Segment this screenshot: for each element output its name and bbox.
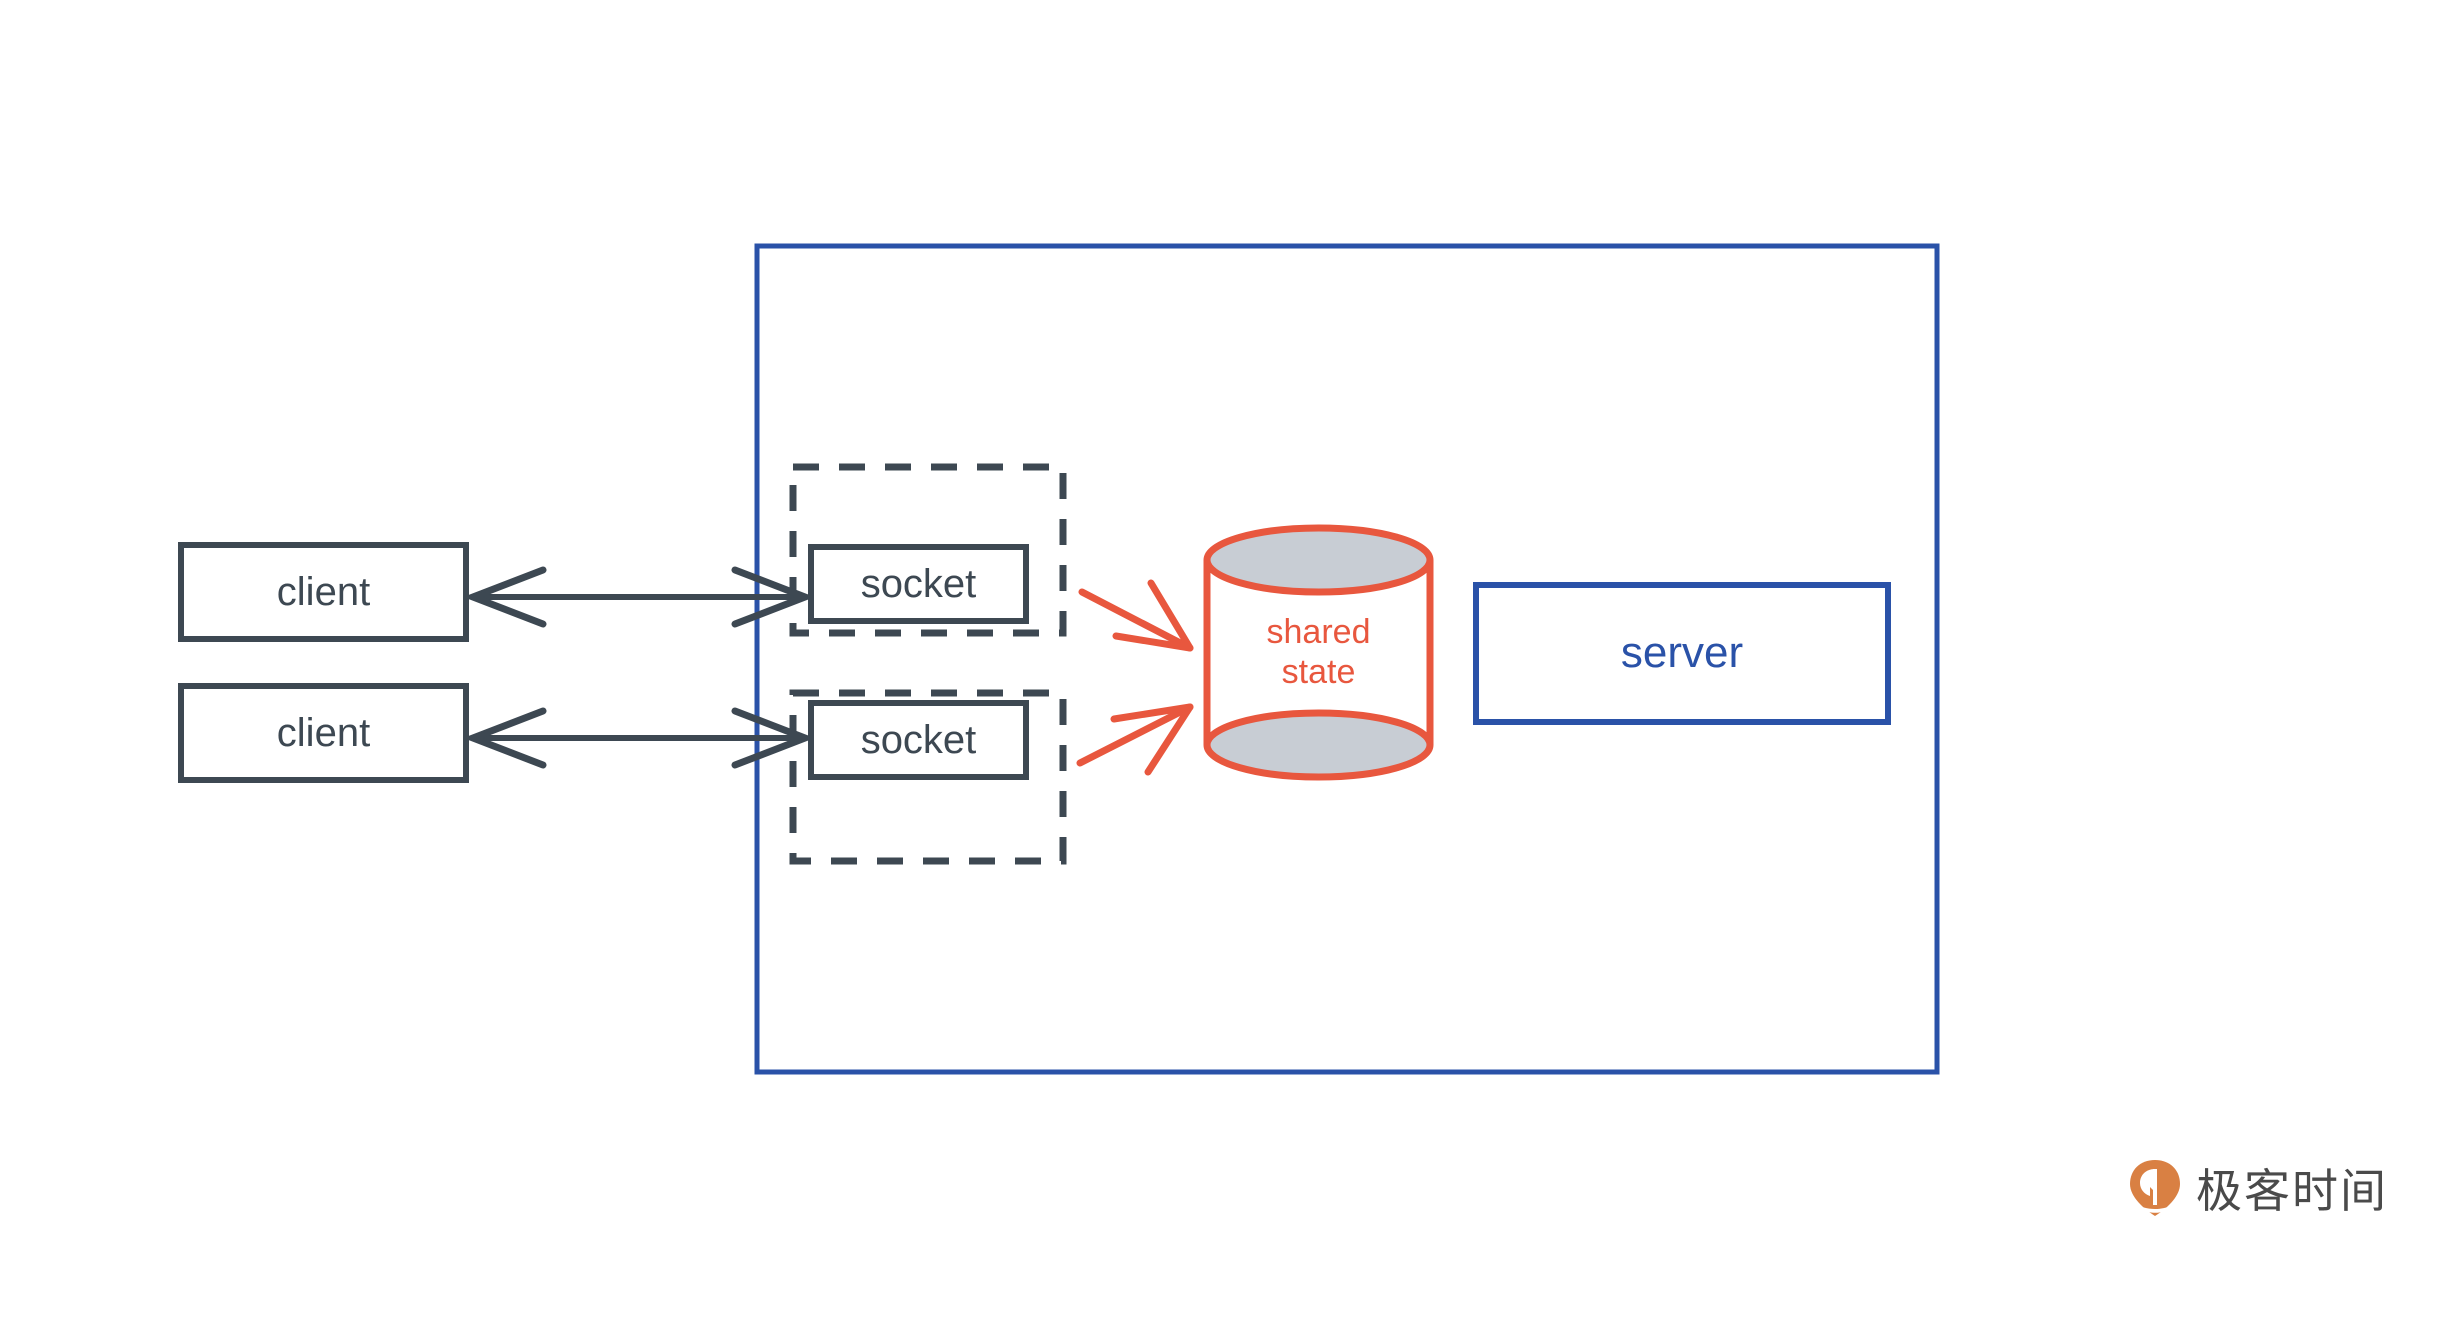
node-server[interactable] xyxy=(1473,582,1891,725)
node-socket-1[interactable] xyxy=(808,544,1029,624)
geektime-watermark: 极客时间 xyxy=(2128,1155,2388,1221)
geektime-logo-text: 极客时间 xyxy=(2196,1164,2388,1218)
edge-socket1-shared-state xyxy=(1078,579,1194,652)
node-shared-state[interactable] xyxy=(1203,524,1434,781)
node-socket-2[interactable] xyxy=(808,700,1029,780)
edge-client1-socket1 xyxy=(463,566,815,628)
edge-socket2-shared-state xyxy=(1076,703,1194,776)
node-client-1[interactable] xyxy=(178,542,469,642)
process-group-1-container xyxy=(789,463,1067,637)
node-client-2[interactable] xyxy=(178,683,469,783)
server-boundary-container xyxy=(754,243,1940,1075)
edge-client2-socket2 xyxy=(463,707,815,769)
geektime-logo-icon xyxy=(2128,1159,2182,1217)
process-group-2-container xyxy=(789,689,1067,865)
